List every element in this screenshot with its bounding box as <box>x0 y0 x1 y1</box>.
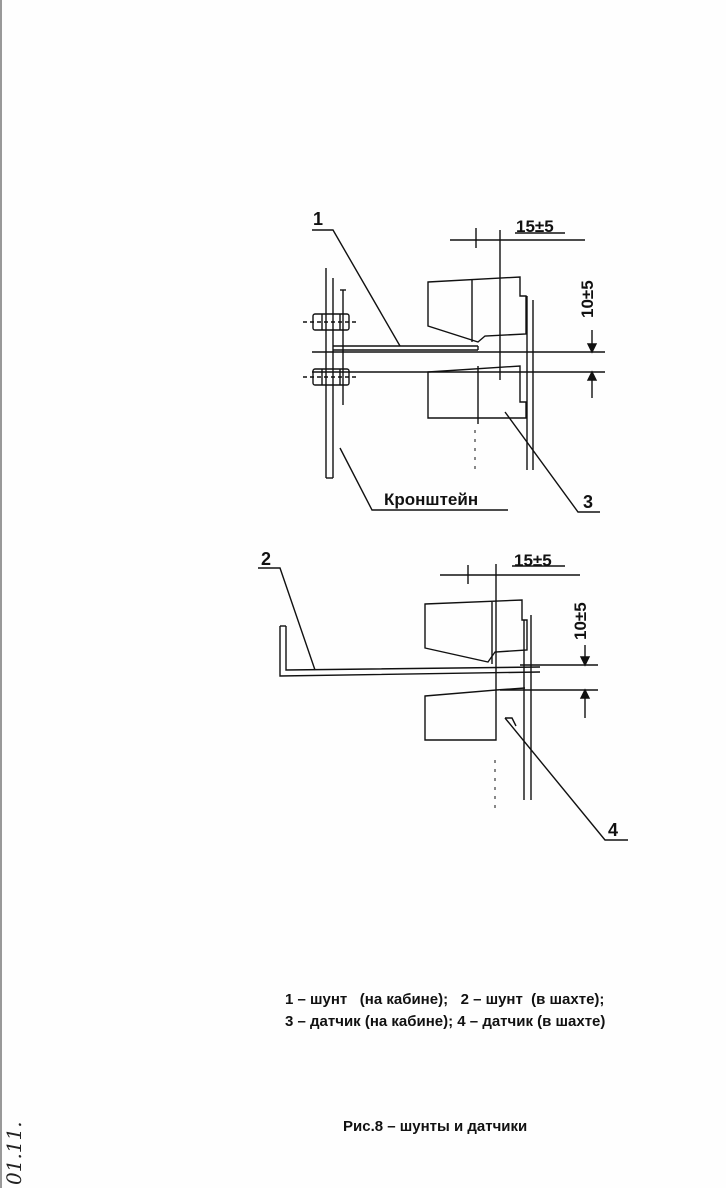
shunt-bottom-outer <box>279 626 541 677</box>
center-marks <box>474 430 496 810</box>
bolt-upper <box>303 313 358 331</box>
leader-3 <box>504 411 600 513</box>
leader-1 <box>312 229 401 347</box>
callout-1: 1 <box>313 209 323 229</box>
sensor-lower-bottom <box>424 689 497 741</box>
dim-top-vertical: 10±5 <box>578 280 597 318</box>
margin-note: 01.11. <box>2 1121 26 1185</box>
leader-2 <box>258 567 316 671</box>
legend-line-2: 3 – датчик (на кабине); 4 – датчик (в ша… <box>285 1013 606 1030</box>
dim-top-horizontal: 15±5 <box>516 217 554 236</box>
sensor-upper-bottom <box>424 599 528 663</box>
shunt-bottom-inner <box>285 626 541 671</box>
legend-line-1: 1 – шунт (на кабине); 2 – шунт (в шахте)… <box>285 991 605 1008</box>
leader-bracket <box>339 447 508 511</box>
dim-bottom-vertical: 10±5 <box>571 602 590 640</box>
leader-4 <box>504 717 628 841</box>
callout-4: 4 <box>608 820 618 840</box>
sensor-upper-top <box>427 276 527 343</box>
top-assembly <box>303 228 605 513</box>
sensor-lower-top <box>427 365 527 419</box>
dim-bottom-horizontal: 15±5 <box>514 551 552 570</box>
bracket-label: Кронштейн <box>384 490 478 509</box>
bottom-assembly <box>258 564 628 841</box>
page-left-edge <box>0 0 2 1188</box>
callout-2: 2 <box>261 549 271 569</box>
figure-caption: Рис.8 – шунты и датчики <box>343 1118 528 1135</box>
callout-3: 3 <box>583 492 593 512</box>
